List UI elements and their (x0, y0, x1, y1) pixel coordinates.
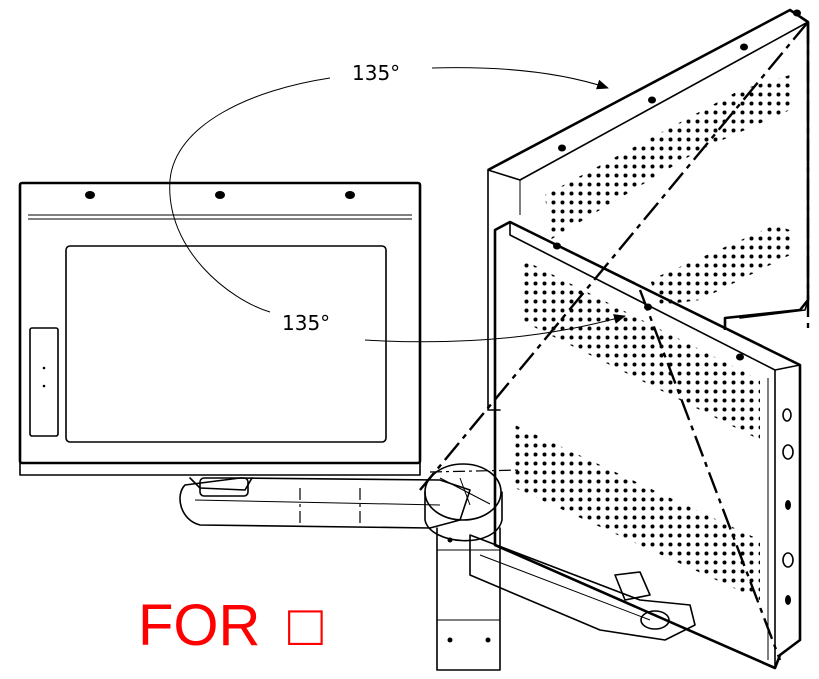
rotation-angle-label-bottom: 135° (282, 311, 330, 335)
monitor-rotated-side (493, 220, 802, 670)
rotation-center-lines (419, 21, 810, 661)
articulating-arm (179, 463, 696, 671)
arc-arrow-bottom (364, 314, 626, 343)
mounting-screw (345, 191, 355, 199)
caption-text: FOR (138, 593, 260, 658)
rotation-angle-label-top: 135° (352, 61, 400, 85)
arc-arrow-top-head (431, 67, 609, 90)
rotation-arrows (169, 67, 626, 343)
mounting-screw (85, 191, 95, 199)
arc-arrow-top (169, 77, 331, 313)
caption-glyph: □ (288, 593, 323, 658)
monitor-front-view (18, 181, 422, 476)
mounting-screw (215, 191, 225, 199)
